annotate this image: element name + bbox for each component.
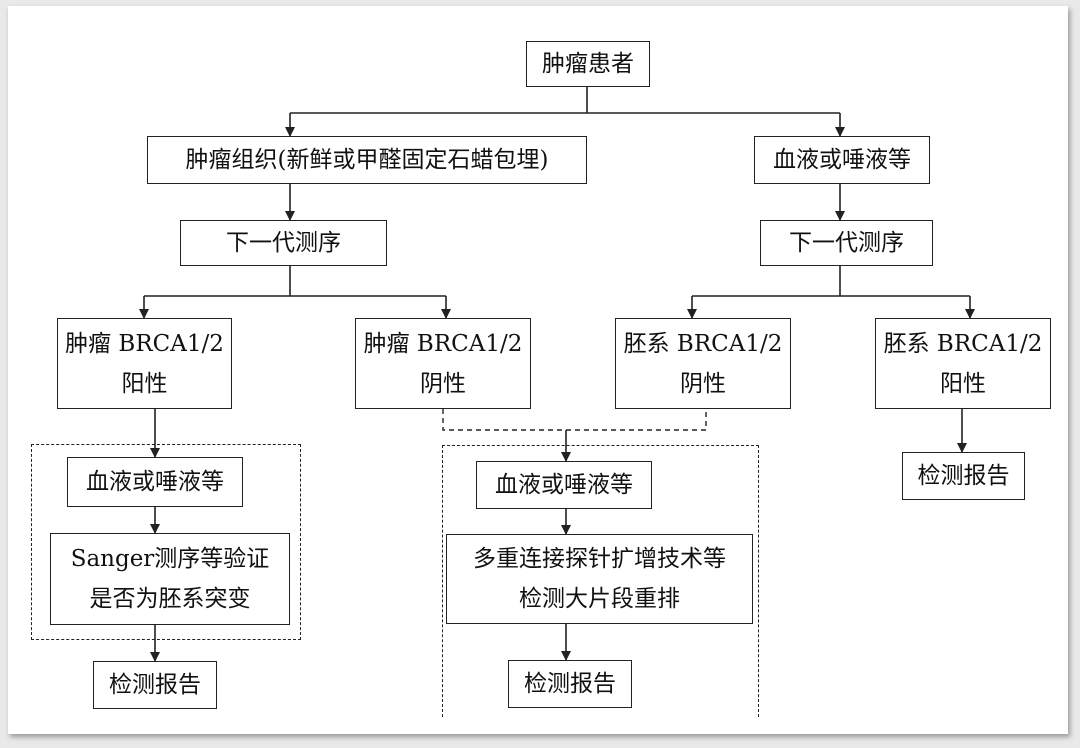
blood-saliva-node: 血液或唾液等 — [754, 136, 930, 184]
germline-brca-negative-line1: 胚系 BRCA1/2 — [623, 330, 783, 357]
ngs-left-label: 下一代测序 — [226, 230, 341, 256]
germline-brca-positive-line1: 胚系 BRCA1/2 — [883, 330, 1043, 357]
blood-saliva-left-node: 血液或唾液等 — [67, 457, 243, 507]
germline-brca-negative-line2: 阴性 — [679, 370, 726, 397]
root-label: 肿瘤患者 — [542, 51, 634, 77]
dashed-group-middle — [442, 445, 759, 717]
ngs-right-label: 下一代测序 — [789, 230, 904, 256]
tumor-brca-positive-line2: 阳性 — [121, 370, 168, 397]
tumor-brca-negative-line2: 阴性 — [419, 370, 466, 397]
germline-brca-positive-node: 胚系 BRCA1/2 阳性 — [875, 318, 1051, 409]
germline-brca-positive-line2: 阳性 — [939, 370, 986, 397]
tumor-brca-negative-node: 肿瘤 BRCA1/2 阴性 — [355, 318, 531, 409]
blood-saliva-middle-label: 血液或唾液等 — [495, 472, 633, 498]
germline-brca-negative-node: 胚系 BRCA1/2 阴性 — [615, 318, 791, 409]
blood-saliva-middle-node: 血液或唾液等 — [476, 461, 652, 509]
blood-saliva-label: 血液或唾液等 — [773, 147, 911, 173]
blood-saliva-left-label: 血液或唾液等 — [86, 469, 224, 495]
sanger-verification-node: Sanger测序等验证 是否为胚系突变 — [50, 533, 290, 625]
report-middle-label: 检测报告 — [524, 671, 616, 697]
report-middle-node: 检测报告 — [508, 660, 632, 708]
report-left-label: 检测报告 — [109, 672, 201, 698]
ngs-right-node: 下一代测序 — [760, 220, 933, 266]
report-left-node: 检测报告 — [93, 661, 217, 709]
report-right-node: 检测报告 — [902, 452, 1025, 500]
sanger-line2: 是否为胚系突变 — [89, 586, 251, 612]
tumor-brca-negative-line1: 肿瘤 BRCA1/2 — [363, 330, 523, 357]
root-node: 肿瘤患者 — [526, 41, 650, 87]
ngs-left-node: 下一代测序 — [180, 220, 387, 266]
tumor-brca-positive-node: 肿瘤 BRCA1/2 阳性 — [57, 318, 232, 409]
dashed-merge-line — [442, 409, 707, 431]
tumor-brca-positive-line1: 肿瘤 BRCA1/2 — [65, 330, 224, 357]
mlpa-line1: 多重连接探针扩增技术等 — [473, 546, 726, 572]
mlpa-line2: 检测大片段重排 — [519, 586, 680, 612]
tumor-tissue-node: 肿瘤组织(新鲜或甲醛固定石蜡包埋) — [147, 136, 587, 184]
dashed-group-left — [31, 444, 301, 640]
sanger-line1: Sanger测序等验证 — [70, 546, 270, 572]
mlpa-node: 多重连接探针扩增技术等 检测大片段重排 — [446, 534, 753, 624]
report-right-label: 检测报告 — [917, 463, 1010, 489]
tumor-tissue-label: 肿瘤组织(新鲜或甲醛固定石蜡包埋) — [185, 147, 549, 173]
